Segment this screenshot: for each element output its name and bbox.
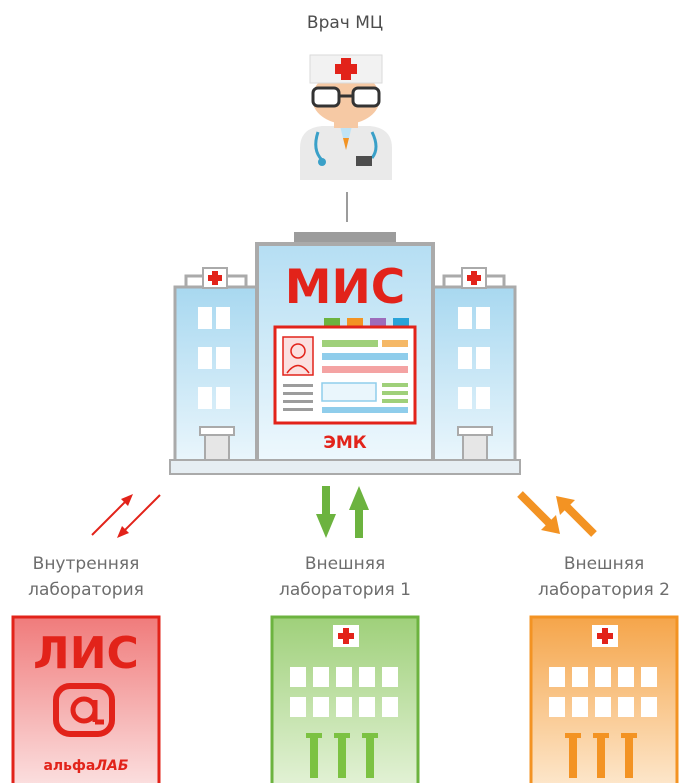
emr-label: ЭМК: [323, 433, 366, 453]
bidirectional-arrows-icon: [91, 494, 161, 538]
color-tabs: [324, 318, 409, 327]
lab-external1-title-line1: Внешняя: [305, 554, 385, 574]
doctor-icon: [300, 54, 392, 180]
lab-external2-building: [529, 615, 679, 783]
lab-internal-title-line1: Внутренняя: [33, 554, 140, 574]
doctor-title: Врач МЦ: [307, 13, 383, 33]
lab-external2-title-line1: Внешняя: [564, 554, 644, 574]
bidirectional-arrows-icon: [316, 486, 369, 538]
test-tube-icon: [306, 733, 378, 778]
lis-brand: альфаЛАБ: [43, 758, 128, 774]
lab-external1-building: [270, 615, 420, 783]
mis-title: МИС: [285, 260, 406, 315]
lab-external2-title-line2: лаборатория 2: [538, 580, 670, 600]
test-tube-icon: [565, 733, 637, 778]
patient-card-icon: [273, 325, 417, 425]
lis-title: ЛИС: [33, 628, 139, 679]
lab-internal-title-line2: лаборатория: [28, 580, 144, 600]
bidirectional-arrows-icon: [517, 491, 597, 537]
lab-external1-title-line2: лаборатория 1: [279, 580, 411, 600]
alfalab-logo-icon: [53, 683, 115, 737]
